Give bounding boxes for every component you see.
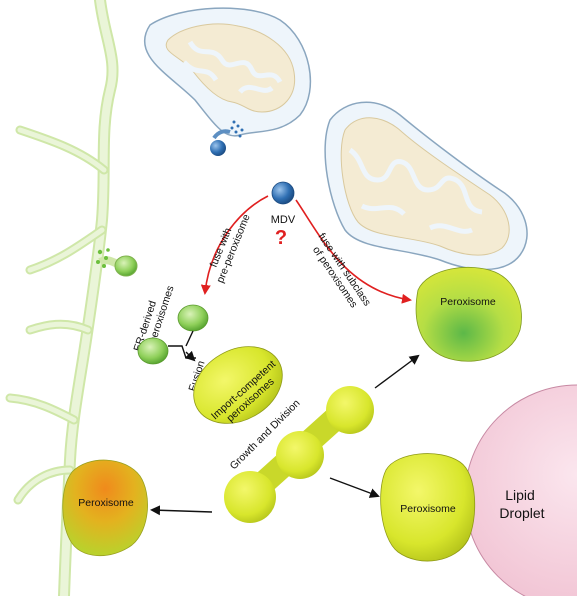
mitochondrion-right <box>324 101 528 271</box>
fuse-with-pre-peroxisome-label: fuse with pre-peroxisome <box>203 208 253 285</box>
pre-peroxisome-lower <box>137 337 169 365</box>
arrow-mdv-to-peroxisome-subclass <box>295 199 412 304</box>
fuse-with-subclass-label: fuse with subclass of peroxisomes <box>306 231 375 317</box>
mdv-vesicle: MDV ? <box>271 181 296 249</box>
peroxisome-green: Peroxisome <box>415 266 522 362</box>
peroxisome-top-label: Peroxisome <box>440 296 496 308</box>
question-mark: ? <box>275 227 287 249</box>
peroxisome-right-label: Peroxisome <box>400 503 456 515</box>
mdv-label: MDV <box>271 214 296 226</box>
peroxisome-left-label: Peroxisome <box>78 497 134 509</box>
mitochondrion-top <box>143 7 312 156</box>
arrow-to-peroxisome-left <box>150 505 213 516</box>
arrow-mdv-to-pre-peroxisome <box>200 195 269 295</box>
er-budding-site <box>96 248 138 277</box>
lipid-droplet: Lipid Droplet <box>464 384 577 596</box>
lipid-droplet-label: Lipid Droplet <box>499 487 544 521</box>
peroxisome-yellow: Peroxisome <box>380 453 476 562</box>
pre-peroxisome-upper <box>177 304 209 332</box>
fusion-bracket <box>168 330 196 359</box>
peroxisome-orange: Peroxisome <box>62 459 148 557</box>
arrow-to-peroxisome-top <box>374 354 420 389</box>
arrow-to-peroxisome-right <box>329 477 380 498</box>
